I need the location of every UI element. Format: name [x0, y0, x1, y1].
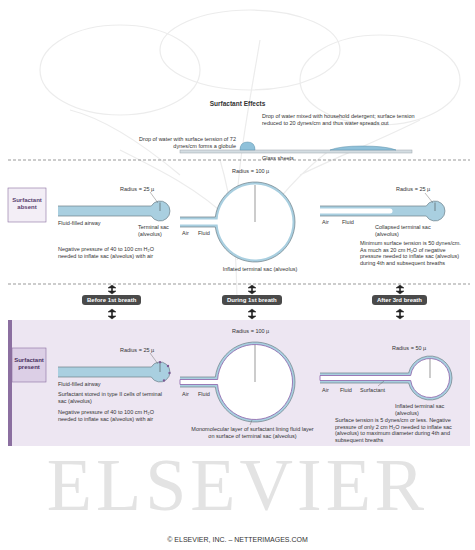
- fluid-filled-airway: [58, 201, 170, 221]
- section-label: Surfactant absent: [10, 197, 44, 211]
- diagram-title: Surfactant Effects: [150, 100, 325, 108]
- note: Negative pressure of 40 to 100 cm H₂O ne…: [58, 246, 170, 259]
- surfactant-present-band: [8, 320, 470, 446]
- part-label: Fluid: [198, 391, 214, 398]
- leader-line: [250, 420, 252, 425]
- part-label: Glass sheets: [262, 155, 312, 162]
- note: Drop of water mixed with household deter…: [262, 113, 417, 126]
- leader-line: [150, 192, 158, 203]
- part-label: Air: [182, 391, 197, 398]
- alveolus-air: [180, 185, 293, 260]
- surfactant-layer: [180, 345, 293, 420]
- part-label: Fluid: [342, 219, 362, 226]
- type-ii-cells: [159, 361, 171, 382]
- phase-box: Before 1st breath: [82, 295, 141, 305]
- dimension: Radius = 25 µ: [120, 186, 160, 193]
- fluid-filled-airway: [58, 362, 170, 382]
- watermark: ELSEVIER: [0, 448, 475, 522]
- note: Drop of water with surface tension of 72…: [118, 136, 236, 149]
- part-label: Terminal sac (alveolus): [138, 224, 180, 237]
- radius-marker: [160, 364, 161, 373]
- radius-marker: [255, 185, 256, 222]
- part-label: Surfactant: [360, 387, 395, 394]
- dimension: Radius = 100 µ: [232, 168, 292, 175]
- water-globule: [240, 142, 255, 150]
- divider: [8, 284, 470, 285]
- note: Minimum surface tension is 50 dynes/cm. …: [360, 240, 465, 266]
- part-label: Air: [182, 230, 197, 237]
- airway-air: [320, 209, 393, 214]
- radius-marker: [255, 345, 256, 382]
- dimension: Radius = 25 µ: [396, 186, 446, 193]
- alveolus-fluid: [180, 342, 295, 422]
- section-label: Surfactant present: [12, 357, 46, 371]
- surfactant-layer: [320, 359, 450, 398]
- part-label: Monomolecular layer of surfactant lining…: [190, 426, 315, 439]
- double-arrow: [108, 285, 404, 319]
- dimension: Radius = 100 µ: [232, 328, 292, 335]
- note: Surface tension is 5 dynes/cm or less. N…: [335, 417, 465, 443]
- alveolus-fluid: [180, 182, 295, 262]
- copyright: © ELSEVIER, INC. – NETTERIMAGES.COM: [0, 536, 475, 544]
- part-label: Fluid: [198, 230, 214, 237]
- dimension: Radius = 50 µ: [392, 345, 428, 352]
- dimension: Radius = 25 µ: [120, 347, 160, 354]
- phase-box: During 1st breath: [222, 295, 282, 305]
- spread-water: [330, 146, 396, 150]
- section-tab: [8, 188, 46, 222]
- collapsed-alveolus: [320, 201, 445, 221]
- leader-line: [150, 353, 158, 364]
- section-tab: [12, 348, 46, 382]
- leader-line: [378, 381, 384, 386]
- note: Negative pressure of 40 to 100 cm H₂O ne…: [58, 409, 170, 422]
- radius-marker: [160, 203, 161, 212]
- phase-label: Before 1st breath: [87, 297, 136, 303]
- band-stripe: [8, 320, 12, 446]
- glass-sheet: [180, 150, 412, 153]
- part-label: Air: [322, 219, 337, 226]
- part-label: Fluid: [340, 387, 358, 394]
- part-label: Collapsed terminal sac (alveolus): [375, 224, 445, 237]
- alveolus-fluid: [320, 356, 452, 400]
- part-label: Air: [322, 387, 337, 394]
- part-label: Inflated terminal sac (alveolus): [395, 403, 465, 416]
- part-label: Fluid-filled airway: [58, 381, 118, 388]
- part-label: Inflated terminal sac (alveolus): [205, 266, 315, 273]
- part-label: Fluid-filled airway: [58, 220, 108, 227]
- divider: [8, 160, 470, 161]
- leader-line: [425, 193, 433, 203]
- radius-marker: [435, 203, 436, 212]
- phase-box: After 3rd breath: [372, 295, 427, 305]
- phase-label: During 1st breath: [227, 297, 277, 303]
- phase-label: After 3rd breath: [377, 297, 422, 303]
- note: Surfactant stored in type II cells of te…: [58, 391, 170, 404]
- radius-marker: [430, 359, 431, 378]
